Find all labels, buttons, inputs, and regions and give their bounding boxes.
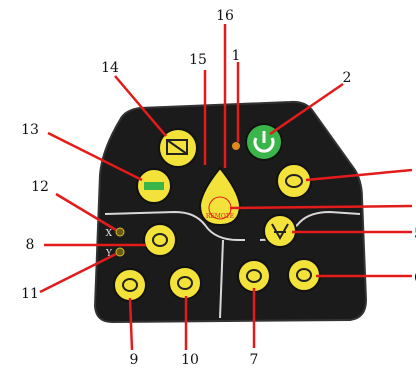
callout-12: 12 [31,179,49,195]
callout-15: 15 [189,52,207,68]
status-led [232,142,240,150]
callout-1: 1 [232,48,241,64]
button-5[interactable] [264,215,296,247]
callout-16: 16 [216,8,234,24]
button-8[interactable] [144,224,176,256]
button-9[interactable] [114,269,146,301]
level-bar-icon [144,182,164,190]
button-7[interactable] [238,260,270,292]
button-13[interactable] [137,169,171,203]
button-3[interactable] [277,164,311,198]
callout-9: 9 [130,352,139,366]
remote-label: REMOTE [206,213,234,220]
callout-7: 7 [250,352,259,366]
button-10[interactable] [169,267,201,299]
button-6[interactable] [288,259,320,291]
callout-14: 14 [101,60,119,76]
svg-text:X: X [106,229,113,239]
callout-10: 10 [181,352,199,366]
callout-13: 13 [21,122,39,138]
callout-2: 2 [343,70,352,86]
callout-11: 11 [21,286,39,302]
callout-8: 8 [26,237,35,253]
